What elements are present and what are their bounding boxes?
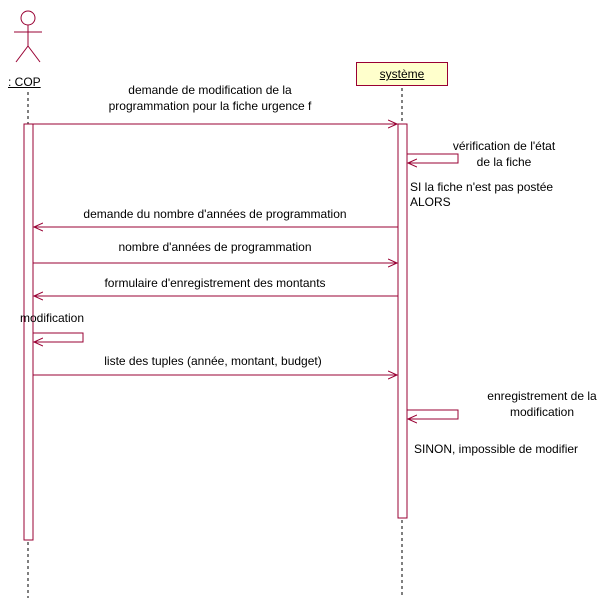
message-label-5: formulaire d'enregistrement des montants [104, 276, 326, 290]
message-label-2-line-1: vérification de l'état [452, 139, 556, 153]
message-label-1-line-1: demande de modification de la [128, 83, 292, 97]
system-object-box: système [356, 62, 448, 86]
self-message-arrow-modification [33, 332, 84, 342]
message-label-8-line-2: modification [509, 405, 575, 419]
system-name: système [379, 67, 425, 81]
message-label-7: liste des tuples (année, montant, budget… [104, 354, 322, 368]
self-message-arrow-enregistrement [407, 409, 459, 419]
actor-name: : COP [8, 75, 41, 89]
message-label-4: nombre d'années de programmation [118, 240, 312, 254]
actor-activation-bar [23, 123, 34, 541]
message-label-6: modification [20, 311, 85, 325]
condition-note-line-2: ALORS [410, 195, 451, 209]
message-label-2-line-2: de la fiche [476, 155, 532, 169]
self-message-arrow-verification [407, 153, 459, 163]
actor-icon [14, 10, 42, 63]
system-activation-bar [397, 123, 408, 519]
message-label-3: demande du nombre d'années de programmat… [83, 207, 347, 221]
message-label-8-line-1: enregistrement de la [487, 389, 597, 403]
else-note: SINON, impossible de modifier [414, 442, 579, 456]
condition-note-line-1: SI la fiche n'est pas postée [410, 180, 554, 194]
message-label-1-line-2: programmation pour la fiche urgence f [108, 99, 312, 113]
